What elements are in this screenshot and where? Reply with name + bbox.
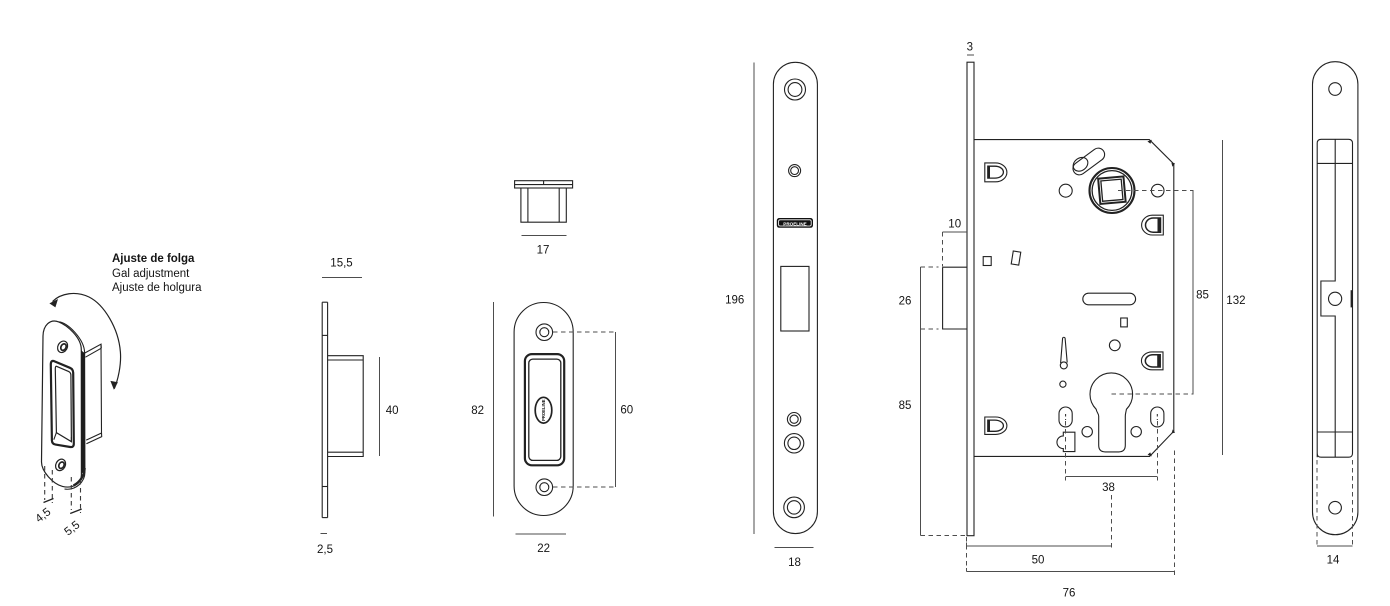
svg-text:60: 60 (620, 405, 633, 417)
svg-text:15,5: 15,5 (330, 258, 352, 270)
svg-text:2,5: 2,5 (317, 544, 333, 556)
svg-text:132: 132 (1226, 295, 1245, 307)
svg-text:22: 22 (537, 543, 550, 555)
svg-text:26: 26 (899, 296, 912, 308)
svg-text:18: 18 (788, 557, 801, 569)
svg-text:4,5: 4,5 (33, 506, 53, 525)
svg-text:Ajuste de holgura: Ajuste de holgura (112, 282, 202, 294)
svg-text:17: 17 (537, 245, 550, 257)
svg-text:38: 38 (1102, 482, 1115, 494)
svg-text:196: 196 (725, 295, 744, 307)
svg-text:PROELINE: PROELINE (541, 399, 546, 421)
svg-text:50: 50 (1032, 555, 1045, 567)
svg-text:82: 82 (471, 405, 484, 417)
svg-text:Ajuste de folga: Ajuste de folga (112, 253, 195, 265)
svg-text:76: 76 (1063, 588, 1076, 600)
svg-text:10: 10 (948, 219, 961, 231)
svg-text:85: 85 (899, 400, 912, 412)
svg-text:3: 3 (967, 42, 973, 54)
svg-text:14: 14 (1327, 555, 1340, 567)
svg-text:40: 40 (386, 405, 399, 417)
svg-text:85: 85 (1196, 290, 1209, 302)
svg-text:Gal adjustment: Gal adjustment (112, 268, 190, 280)
svg-text:5,5: 5,5 (62, 519, 82, 538)
svg-text:PROELINE: PROELINE (783, 222, 806, 227)
